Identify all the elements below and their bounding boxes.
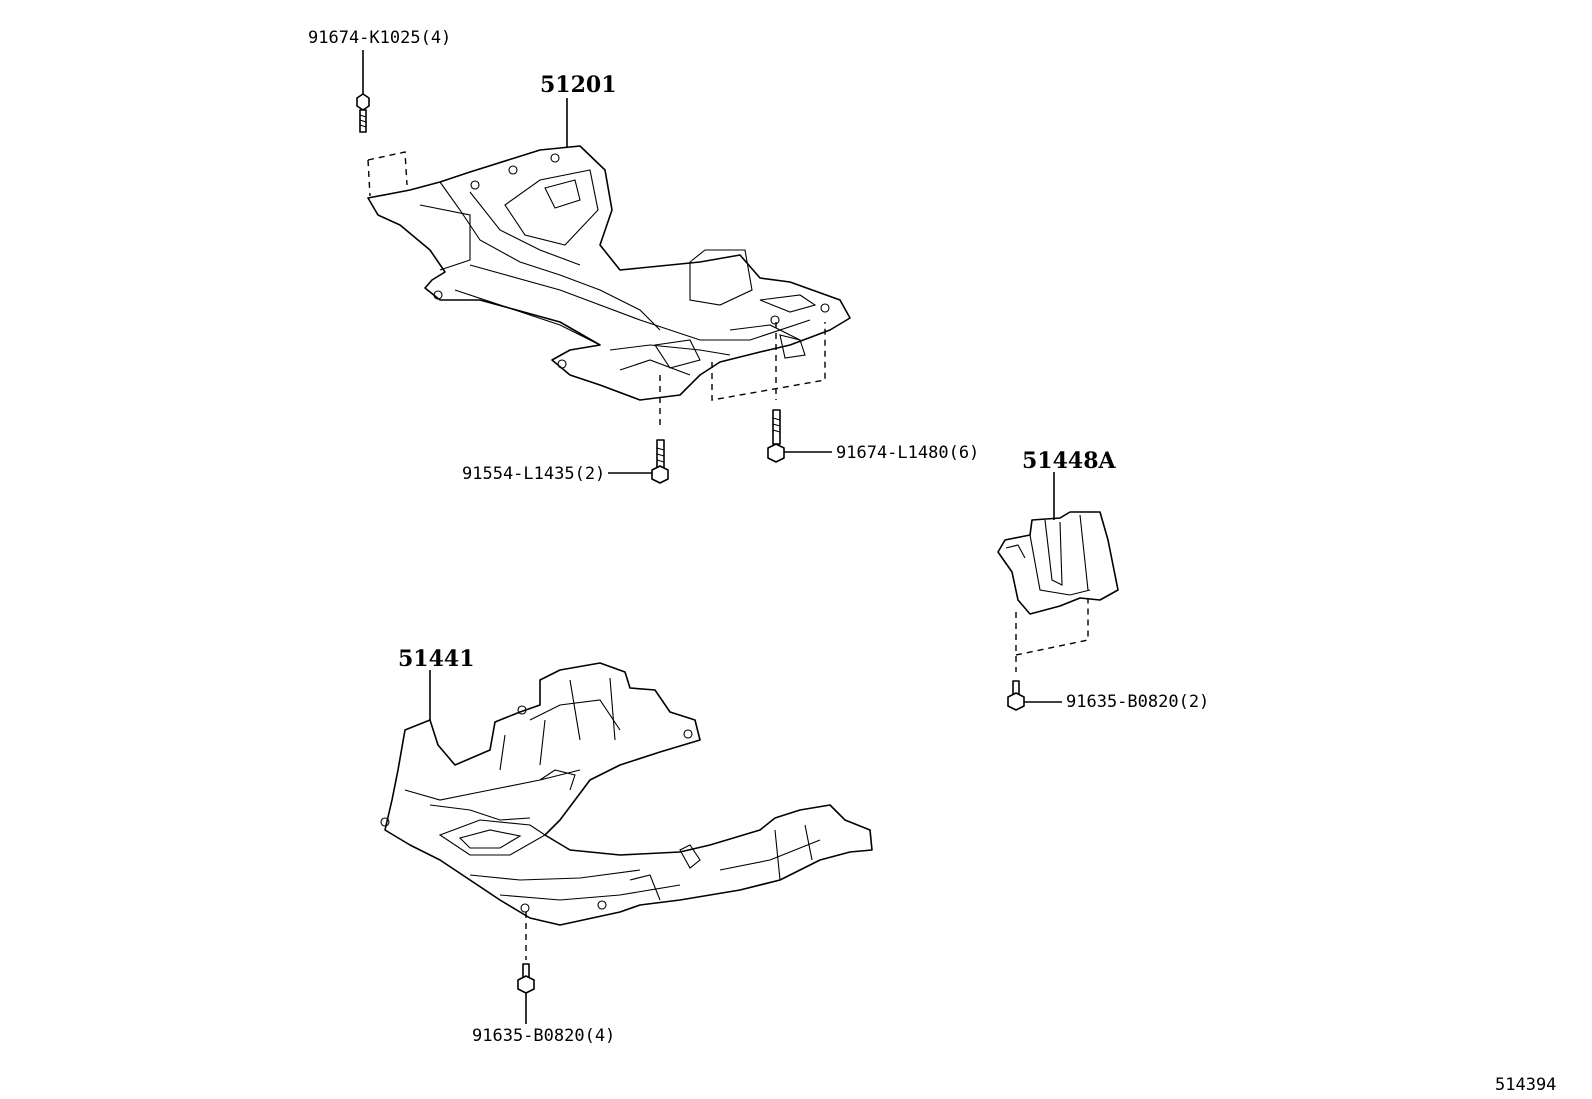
dashed-guide-right [711,322,826,401]
dashed-guide-top-left [367,151,408,197]
label-91635-B0820-side: 91635-B0820(2) [1066,692,1209,712]
bolt-91635-B0820-side[interactable] [1007,680,1025,711]
illustration-number: 514394 [1495,1075,1556,1095]
bolt-91635-B0820-under[interactable] [517,963,535,994]
bolt-91674-K1025[interactable] [356,93,370,133]
label-91554-L1435: 91554-L1435(2) [462,464,605,484]
bolt-91554-L1435[interactable] [651,439,669,484]
bolt-91674-L1480[interactable] [767,409,785,463]
label-51448A: 51448A [1022,448,1117,474]
label-91674-K1025: 91674-K1025(4) [308,28,451,48]
label-91635-B0820-under: 91635-B0820(4) [472,1026,615,1046]
engine-side-cover[interactable] [997,511,1119,615]
front-suspension-crossmember[interactable] [367,145,851,401]
label-51441: 51441 [398,646,475,672]
label-91674-L1480: 91674-L1480(6) [836,443,979,463]
engine-under-cover[interactable] [380,662,873,926]
label-51201: 51201 [540,72,617,98]
dashed-guide-side-cover [1015,598,1089,672]
